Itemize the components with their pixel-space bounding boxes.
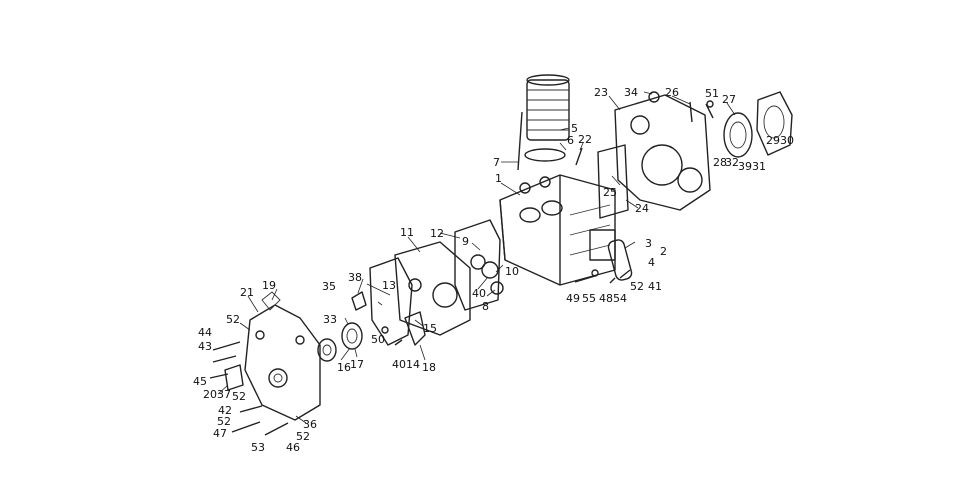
label-11: 11 [400,226,414,239]
small-stud [575,147,583,166]
label-4: 4 [648,256,655,269]
front-gasket [369,257,413,346]
label-26: 26 [665,86,679,99]
end-cover [756,91,793,156]
label-40-lower: 40 [392,358,406,371]
label-19: 19 [262,279,276,292]
intermediate-plate [394,241,471,336]
label-16: 16 [337,361,351,374]
clip-38 [351,291,367,311]
label-27: 27 [722,93,736,106]
label-38: 38 [348,271,362,284]
label-18: 18 [422,361,436,374]
bolt-set [209,269,631,436]
label-52-lower: 52 [217,415,231,428]
label-20: 20 [203,388,217,401]
front-plate [454,219,501,311]
label-22: 22 [578,133,592,146]
label-35: 35 [322,280,336,293]
cover-plate [607,239,633,281]
label-49: 49 [566,292,580,305]
label-52-bottom: 52 [296,430,310,443]
label-34: 34 [624,86,638,99]
label-33: 33 [323,313,337,326]
label-3: 3 [645,237,652,250]
label-39: 39 [738,160,752,173]
part-labels: 1 2 3 4 5 6 7 8 9 10 11 12 13 14 15 16 1… [193,86,794,454]
thrust-washer [317,338,337,362]
label-46: 46 [286,441,300,454]
oil-seal [341,322,363,350]
seal-flange [723,112,753,158]
label-13: 13 [382,279,396,292]
label-29: 29 [766,134,780,147]
label-55: 55 [582,292,596,305]
label-52-mid: 52 [232,390,246,403]
label-53: 53 [251,441,265,454]
label-52: 52 [630,280,644,293]
label-17: 17 [350,358,364,371]
label-54: 54 [613,292,627,305]
label-41: 41 [648,280,662,293]
label-36: 36 [303,418,317,431]
label-21: 21 [240,286,254,299]
label-5: 5 [571,122,578,135]
label-31: 31 [752,160,766,173]
bracket-20 [224,364,244,391]
label-51: 51 [705,87,719,100]
piston-ring [524,148,566,162]
label-43: 43 [198,340,212,353]
label-1: 1 [495,172,502,185]
label-10: 10 [505,265,519,278]
label-7: 7 [493,156,500,169]
label-44: 44 [198,326,212,339]
label-52-upper: 52 [226,313,240,326]
label-47: 47 [213,427,227,440]
label-42: 42 [218,404,232,417]
label-37: 37 [217,388,231,401]
label-48: 48 [599,292,613,305]
label-6: 6 [567,134,574,147]
label-14: 14 [406,358,420,371]
bracket-15 [404,311,426,346]
label-23: 23 [594,86,608,99]
label-15: 15 [423,322,437,335]
small-pin [648,91,714,123]
label-40: 40 [472,287,486,300]
long-stud [517,111,523,171]
rear-housing [614,94,711,211]
front-cover [244,291,321,421]
label-8: 8 [482,300,489,313]
leader-lines [217,91,736,424]
label-32: 32 [725,156,739,169]
label-24: 24 [635,202,649,215]
label-45: 45 [193,375,207,388]
label-12: 12 [430,227,444,240]
label-2: 2 [660,245,667,258]
label-28: 28 [713,156,727,169]
label-9: 9 [462,235,469,248]
label-30: 30 [780,134,794,147]
cylinder-liner [526,74,570,141]
label-25: 25 [603,186,617,199]
label-50: 50 [371,333,385,346]
